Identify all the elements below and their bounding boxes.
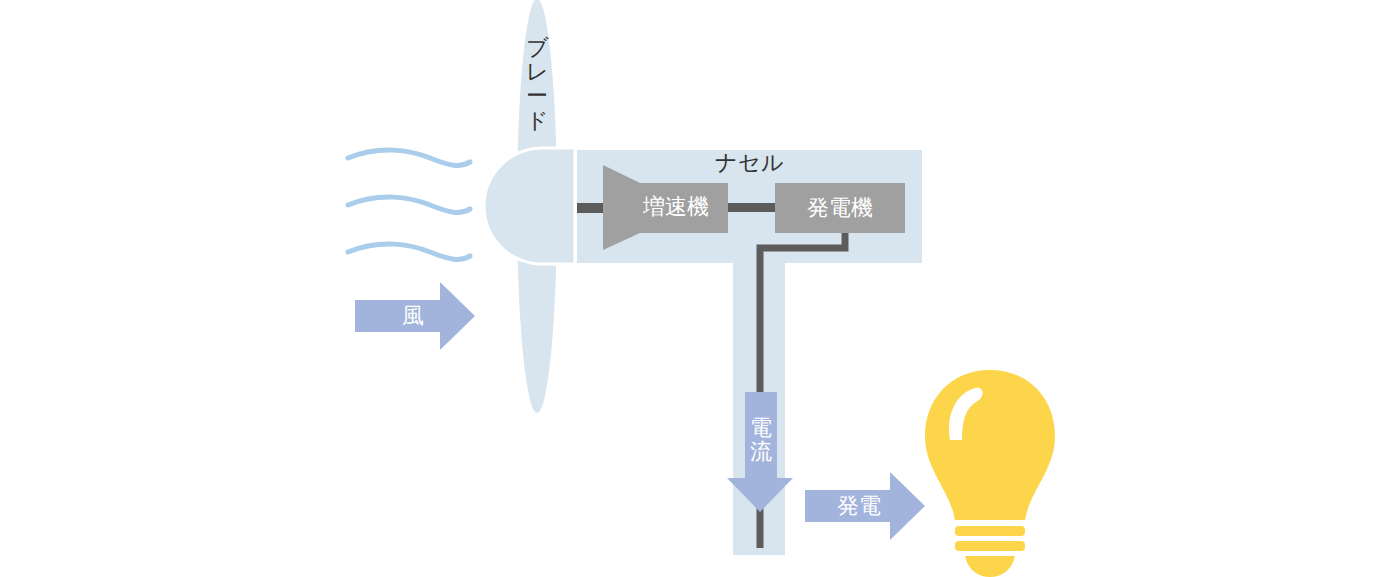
current-arrow — [727, 392, 793, 512]
nacelle-body — [577, 150, 922, 263]
node-text: ナセル — [715, 150, 784, 176]
gearbox-outline — [603, 165, 728, 250]
current-label: 電流 — [750, 416, 772, 464]
generation-arrow — [805, 472, 925, 540]
nacelle-box: ナセル増速機 発電機 — [577, 150, 922, 263]
node-text: 発電機 — [807, 195, 873, 221]
blade-label: ブレード — [526, 36, 548, 133]
main-shaft — [577, 203, 605, 213]
wind-label: 風 — [402, 303, 424, 329]
wind-arrow — [355, 282, 475, 350]
generator-box: 発電機 — [775, 183, 905, 233]
generation-label: 発電 — [837, 493, 881, 519]
wind-waves — [348, 150, 470, 259]
node-text: 増速機 — [643, 194, 709, 220]
hub — [484, 148, 575, 264]
gearbox-box: 増速機 — [603, 165, 728, 250]
shaft-connector — [728, 207, 775, 208]
light-bulb — [925, 370, 1055, 577]
